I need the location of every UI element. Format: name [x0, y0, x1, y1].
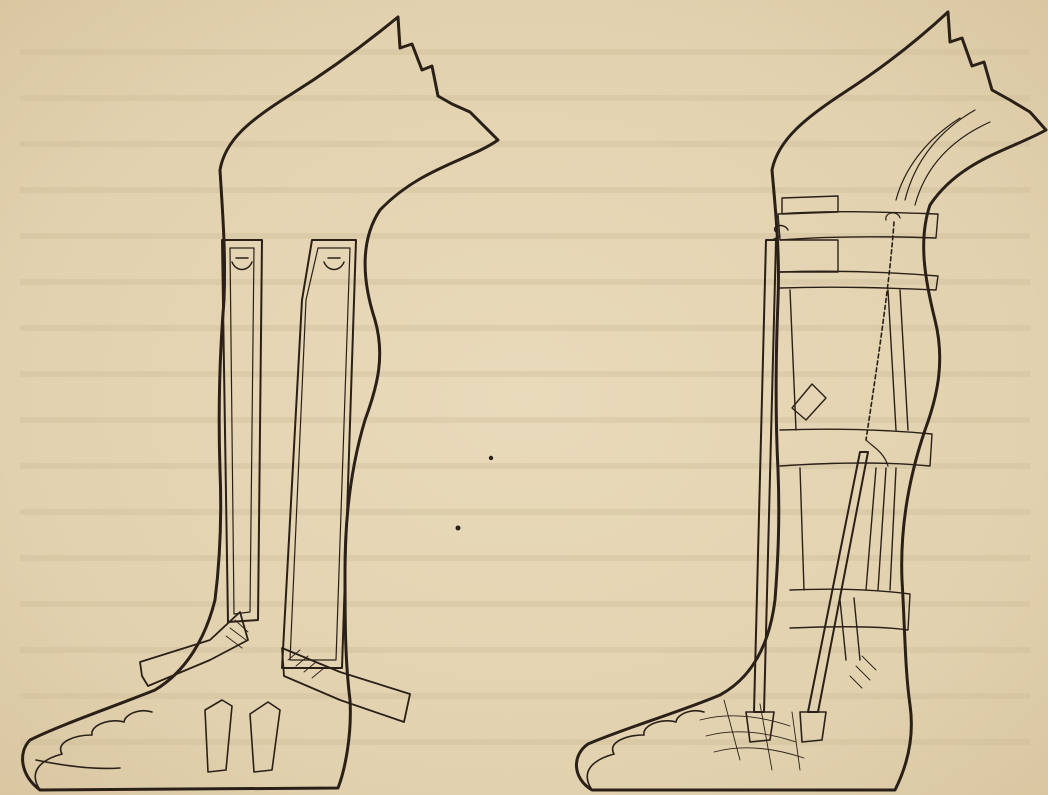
left-splint-posterior: [222, 240, 262, 622]
foot-tab-left: [205, 700, 232, 772]
right-foot-bandage: [700, 656, 876, 770]
right-splint-rod: [754, 240, 776, 712]
right-splint-hook: [324, 258, 344, 270]
left-splint-hook: [232, 258, 252, 270]
foot-tab-right: [250, 702, 280, 772]
left-leg-figure: [23, 17, 498, 790]
right-bandages: [778, 196, 938, 660]
bleed-through-text: [20, 52, 1030, 742]
right-diagonal-rod: [808, 452, 868, 712]
right-leg-figure: [576, 12, 1046, 790]
left-toes: [35, 711, 152, 790]
right-ankle-clips: [746, 712, 826, 742]
